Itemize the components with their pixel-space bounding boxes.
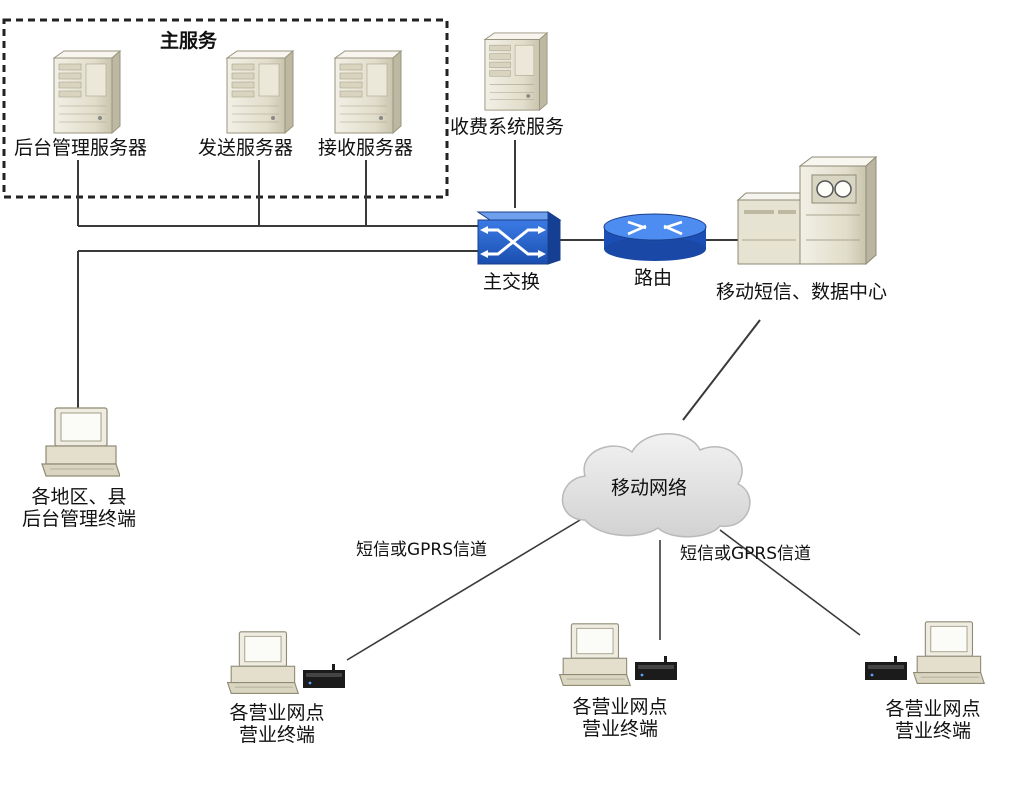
link-cloud-outlet-right	[719, 529, 861, 636]
outlet-left-label: 各营业网点 营业终端	[212, 702, 342, 746]
outlet-left-label-line1: 各营业网点	[229, 702, 325, 724]
router-label: 路由	[634, 267, 673, 289]
send-server-icon	[226, 50, 294, 134]
outlet-mid-label-line2: 营业终端	[581, 718, 658, 740]
modem-left-icon	[303, 664, 345, 688]
outlet-right-label: 各营业网点 营业终端	[868, 698, 998, 742]
regional-terminal-label-line2: 后台管理终端	[21, 508, 136, 530]
backend-server-label: 后台管理服务器	[14, 137, 148, 159]
channel-right-label: 短信或GPRS信道	[680, 544, 812, 564]
outlet-mid-label-line1: 各营业网点	[572, 696, 668, 718]
regional-terminal-label-line1: 各地区、县	[31, 486, 127, 508]
cloud-icon	[561, 433, 751, 538]
billing-server-icon	[484, 32, 548, 111]
outlet-terminal-mid-icon	[558, 623, 631, 687]
modem-mid-icon	[635, 656, 677, 680]
router-icon	[603, 213, 707, 261]
outlet-right-label-line2: 营业终端	[894, 720, 971, 742]
send-server-label: 发送服务器	[198, 137, 294, 159]
backend-server-icon	[53, 50, 121, 134]
data-center-label: 移动短信、数据中心	[716, 281, 888, 303]
link-datacenter-cloud	[682, 319, 761, 421]
link-cloud-outlet-left	[346, 519, 581, 661]
regional-terminal-label: 各地区、县 后台管理终端	[14, 486, 144, 530]
switch-icon	[476, 211, 562, 265]
main-service-label: 主服务	[160, 30, 218, 52]
main-service-group	[2, 18, 449, 199]
main-switch-label: 主交换	[483, 271, 541, 293]
billing-service-label: 收费系统服务	[450, 116, 565, 138]
mainframe-icon	[736, 155, 878, 266]
modem-right-icon	[865, 656, 907, 680]
outlet-right-label-line1: 各营业网点	[885, 698, 981, 720]
receive-server-label: 接收服务器	[318, 137, 414, 159]
outlet-left-label-line2: 营业终端	[238, 724, 315, 746]
regional-terminal-icon	[41, 407, 120, 477]
channel-left-label: 短信或GPRS信道	[356, 540, 488, 560]
receive-server-icon	[334, 50, 402, 134]
connection-lines	[77, 140, 861, 661]
outlet-terminal-left-icon	[226, 631, 299, 695]
mobile-network-label: 移动网络	[611, 477, 688, 499]
outlet-mid-label: 各营业网点 营业终端	[555, 696, 685, 740]
outlet-terminal-right-icon	[912, 621, 985, 685]
